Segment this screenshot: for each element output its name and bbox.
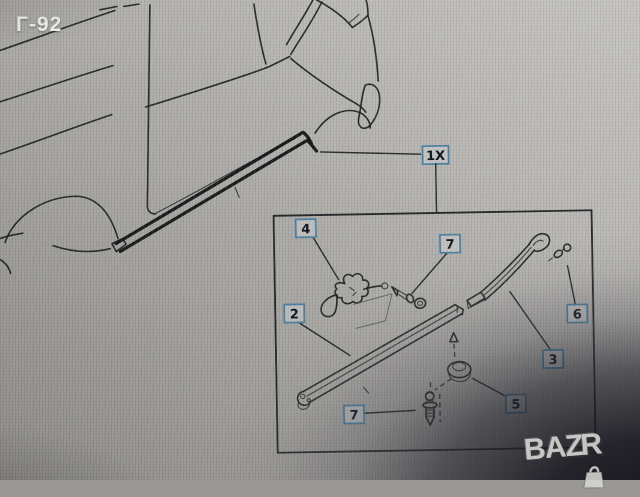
page-code: Г-92: [16, 13, 63, 36]
part-rear-molding: [466, 232, 551, 310]
callout-3-label: 3: [548, 353, 557, 368]
callout-1x: 1X: [421, 144, 450, 214]
callout-3: 3: [509, 290, 565, 369]
parts-diagram: 1X: [0, 0, 597, 454]
callout-2: 2: [283, 303, 351, 357]
callout-4: 4: [294, 218, 340, 281]
callout-6: 6: [566, 264, 589, 324]
detail-box: 4 7 2 6 3: [272, 209, 597, 454]
callout-5-label: 5: [511, 398, 520, 413]
leader-line-1x: [319, 151, 422, 155]
sill-molding-highlight: [111, 130, 319, 254]
callout-7-bottom-label: 7: [349, 408, 358, 423]
callout-7-top-label: 7: [445, 238, 454, 253]
callout-5: 5: [471, 377, 527, 414]
part-push-clip: [547, 243, 572, 262]
part-clip-bracket: [320, 273, 393, 329]
part-sill-molding: [296, 303, 465, 410]
vehicle-outline-drawing: [0, 0, 381, 275]
callout-7-bottom: 7: [343, 404, 416, 425]
callout-1x-label: 1X: [426, 149, 445, 164]
callout-7-top: 7: [411, 233, 462, 295]
part-push-pin: [422, 391, 438, 426]
callout-4-label: 4: [301, 222, 310, 237]
part-screw: [391, 285, 427, 310]
callout-6-label: 6: [573, 307, 582, 322]
callout-2-label: 2: [290, 307, 299, 322]
